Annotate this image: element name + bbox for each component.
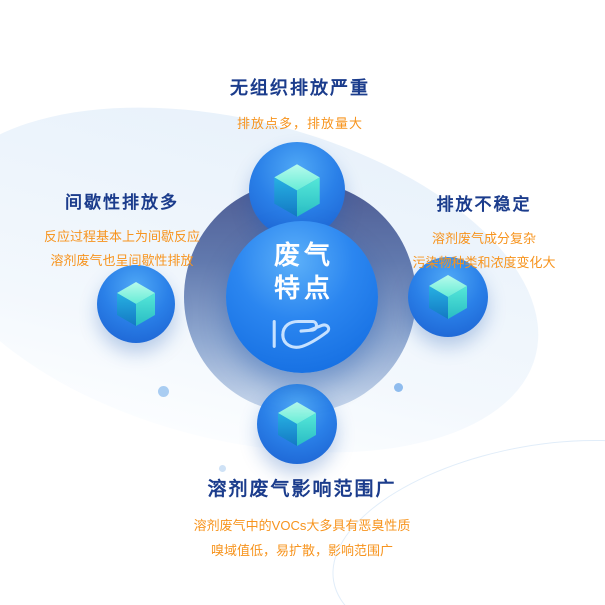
center-title-line1: 废气 <box>273 239 334 270</box>
section-right: 排放不稳定 溶剂废气成分复杂 污染物种类和浓度变化大 <box>370 190 598 275</box>
decor-dot <box>158 386 169 397</box>
section-bottom-desc-line1: 溶剂废气中的VOCs大多具有恶臭性质 <box>193 518 411 533</box>
section-top-title: 无组织排放严重 <box>230 78 370 98</box>
node-right-circle <box>408 257 488 337</box>
cube-icon <box>273 163 321 218</box>
section-bottom-title: 溶剂废气影响范围广 <box>207 479 397 500</box>
cube-icon <box>428 274 468 320</box>
section-left-title: 间歇性排放多 <box>65 193 179 212</box>
section-bottom: 溶剂废气影响范围广 溶剂废气中的VOCs大多具有恶臭性质 嗅域值低，易扩散，影响… <box>140 474 464 563</box>
section-left-desc-line1: 反应过程基本上为间歇反应 <box>43 229 200 244</box>
center-topic-circle: 废气 特点 <box>226 221 378 373</box>
decor-dot <box>219 465 226 472</box>
decor-dot <box>394 383 403 392</box>
section-right-desc-line2: 污染物种类和浓度变化大 <box>412 255 556 270</box>
section-bottom-desc-line2: 嗅域值低，易扩散，影响范围广 <box>210 543 393 558</box>
node-left-circle <box>97 265 175 343</box>
section-top: 无组织排放严重 排放点多，排放量大 <box>150 74 450 132</box>
section-left-desc-line2: 溶剂废气也呈间歇性排放 <box>50 253 194 268</box>
hand-icon <box>272 319 331 349</box>
node-bottom-circle <box>257 384 337 464</box>
center-title-line2: 特点 <box>273 272 334 303</box>
section-left: 间歇性排放多 反应过程基本上为间歇反应 溶剂废气也呈间歇性排放 <box>2 188 242 273</box>
section-right-title: 排放不稳定 <box>436 195 532 214</box>
section-top-desc: 排放点多，排放量大 <box>236 116 363 131</box>
cube-icon <box>277 401 317 447</box>
section-right-desc-line1: 溶剂废气成分复杂 <box>431 231 536 246</box>
cube-icon <box>116 281 156 327</box>
